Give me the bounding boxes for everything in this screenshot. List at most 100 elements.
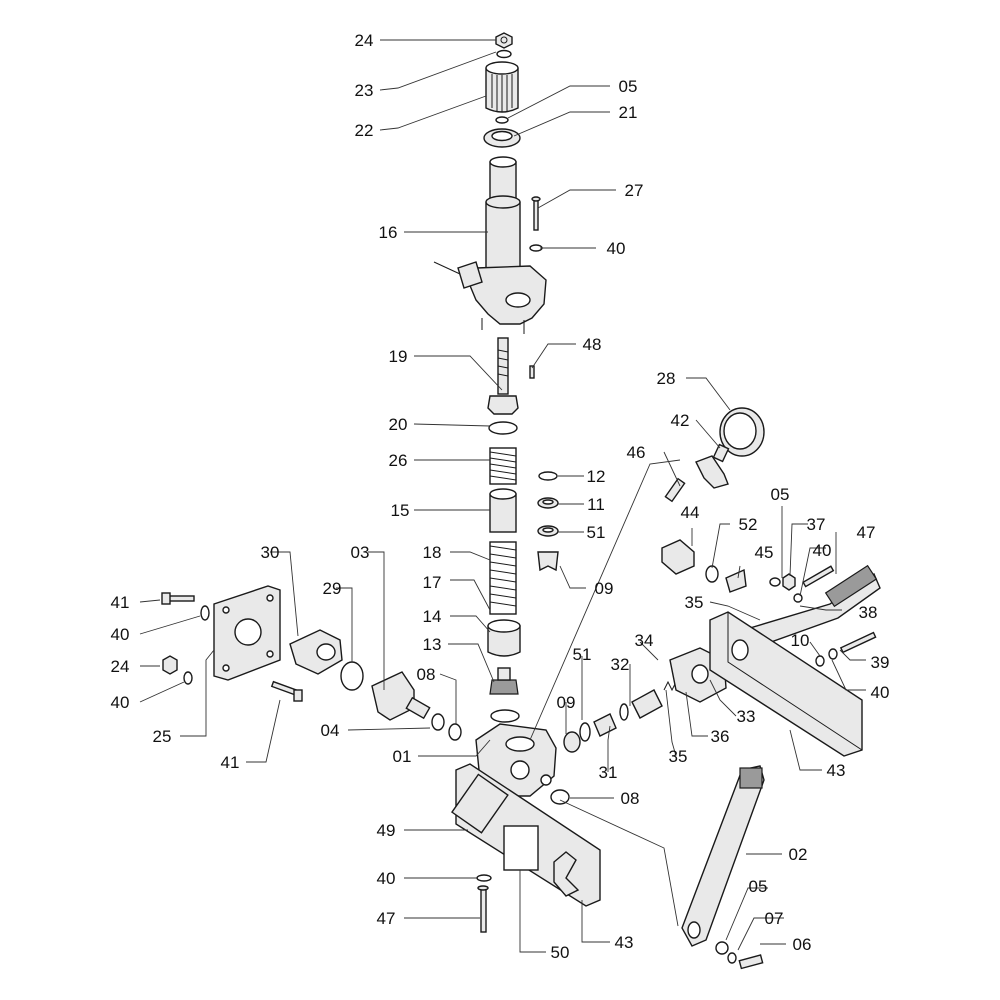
callout-20: 20 [389,415,408,434]
part-oring-20 [488,421,518,435]
part-nut-top [495,32,513,49]
callout-14: 14 [423,607,442,626]
part-fitting-30 [289,629,343,675]
part-frame-channel-right [709,611,863,757]
callout-25: 25 [153,727,172,746]
part-washer-40-left-bottom [183,671,193,685]
callout-06: 06 [793,935,812,954]
callout-05-right: 05 [771,485,790,504]
callout-43-lower: 43 [615,933,634,952]
callout-17: 17 [423,573,442,592]
callout-41-lower: 41 [221,753,240,772]
callout-39: 39 [871,653,890,672]
part-pressure-gauge [712,407,765,463]
part-cylinder-body [433,156,547,334]
part-washer-08-left [448,723,462,741]
callout-33: 33 [737,707,756,726]
part-spring-18 [489,541,517,615]
part-washer-40-left-top [200,605,210,621]
part-ring-51-right [579,722,591,742]
part-clip-45 [725,568,747,593]
callout-18: 18 [423,543,442,562]
part-fitting-44 [661,539,695,575]
part-nut-37 [782,573,796,591]
part-pin-48 [529,365,535,379]
callout-32: 32 [611,655,630,674]
part-bolt-47-lower [477,885,489,933]
part-sleeve-31 [593,713,617,737]
callout-02: 02 [789,845,808,864]
part-washer-05-right [769,577,781,587]
part-washer-40-bracket [476,874,492,882]
callout-51-right: 51 [573,645,592,664]
part-ring-11 [537,497,559,509]
callout-40-left-top: 40 [111,625,130,644]
part-washer-07 [727,952,737,964]
part-handle-38 [748,564,881,647]
callout-46: 46 [627,443,646,462]
part-washer-10 [815,655,825,667]
part-washer-04 [431,713,445,731]
callout-27: 27 [625,181,644,200]
callout-09-top: 09 [595,579,614,598]
callout-23: 23 [355,81,374,100]
callout-31: 31 [599,763,618,782]
callout-24-top: 24 [355,31,374,50]
callout-12: 12 [587,467,606,486]
part-ring-51 [537,525,559,537]
callout-04: 04 [321,721,340,740]
callout-11: 11 [587,495,605,514]
callout-08-left: 08 [417,665,436,684]
part-piston-rod [487,337,519,415]
callout-36: 36 [711,727,730,746]
part-oring-29 [340,661,364,691]
callout-28: 28 [657,369,676,388]
part-ring-32 [619,703,629,721]
callout-01: 01 [393,747,412,766]
callout-19: 19 [389,347,408,366]
part-nut-24-left [162,655,178,675]
callout-05-top: 05 [619,77,638,96]
leader-lines [139,39,866,953]
callout-13: 13 [423,635,442,654]
part-sleeve-15 [489,488,517,533]
callout-26: 26 [389,451,408,470]
callout-40-top: 40 [607,239,626,258]
callout-35-bottom: 35 [669,747,688,766]
callout-07: 07 [765,909,784,928]
part-bolt-41-lower [270,680,303,702]
part-washer-08-lower [550,789,570,805]
part-seal-09-top [537,551,559,572]
callout-50: 50 [551,943,570,962]
part-knob [485,61,519,113]
callout-labels: 24 23 22 05 21 27 16 40 19 48 28 20 42 2… [111,31,890,962]
part-spring-26 [489,447,517,485]
part-fitting-46 [664,477,686,503]
part-valve-34 [631,689,663,719]
part-bolt-39 [839,631,877,654]
parts-layer [161,32,881,970]
part-connector-03 [371,671,431,721]
part-bolt-47-right [802,565,835,588]
callout-43-right: 43 [827,761,846,780]
part-washer-05-top [495,116,509,124]
part-pump-housing [475,723,557,797]
callout-05-bottom: 05 [749,877,768,896]
part-washer-05-bottom [715,941,729,955]
part-bracket-49 [451,763,601,907]
part-lock-ring [483,128,521,148]
part-valve-13 [489,667,519,695]
part-oring-08-center [490,709,520,723]
callout-24-left: 24 [111,657,130,676]
callout-22: 22 [355,121,374,140]
callout-49: 49 [377,821,396,840]
callout-52: 52 [739,515,758,534]
part-washer-40-right-bottom [828,648,838,660]
part-handle-bar-02 [681,765,765,947]
part-screw-27 [531,196,541,231]
callout-03: 03 [351,543,370,562]
part-cup-14 [487,619,521,657]
callout-51-center: 51 [587,523,606,542]
callout-09-right: 09 [557,693,576,712]
callout-10: 10 [791,631,810,650]
